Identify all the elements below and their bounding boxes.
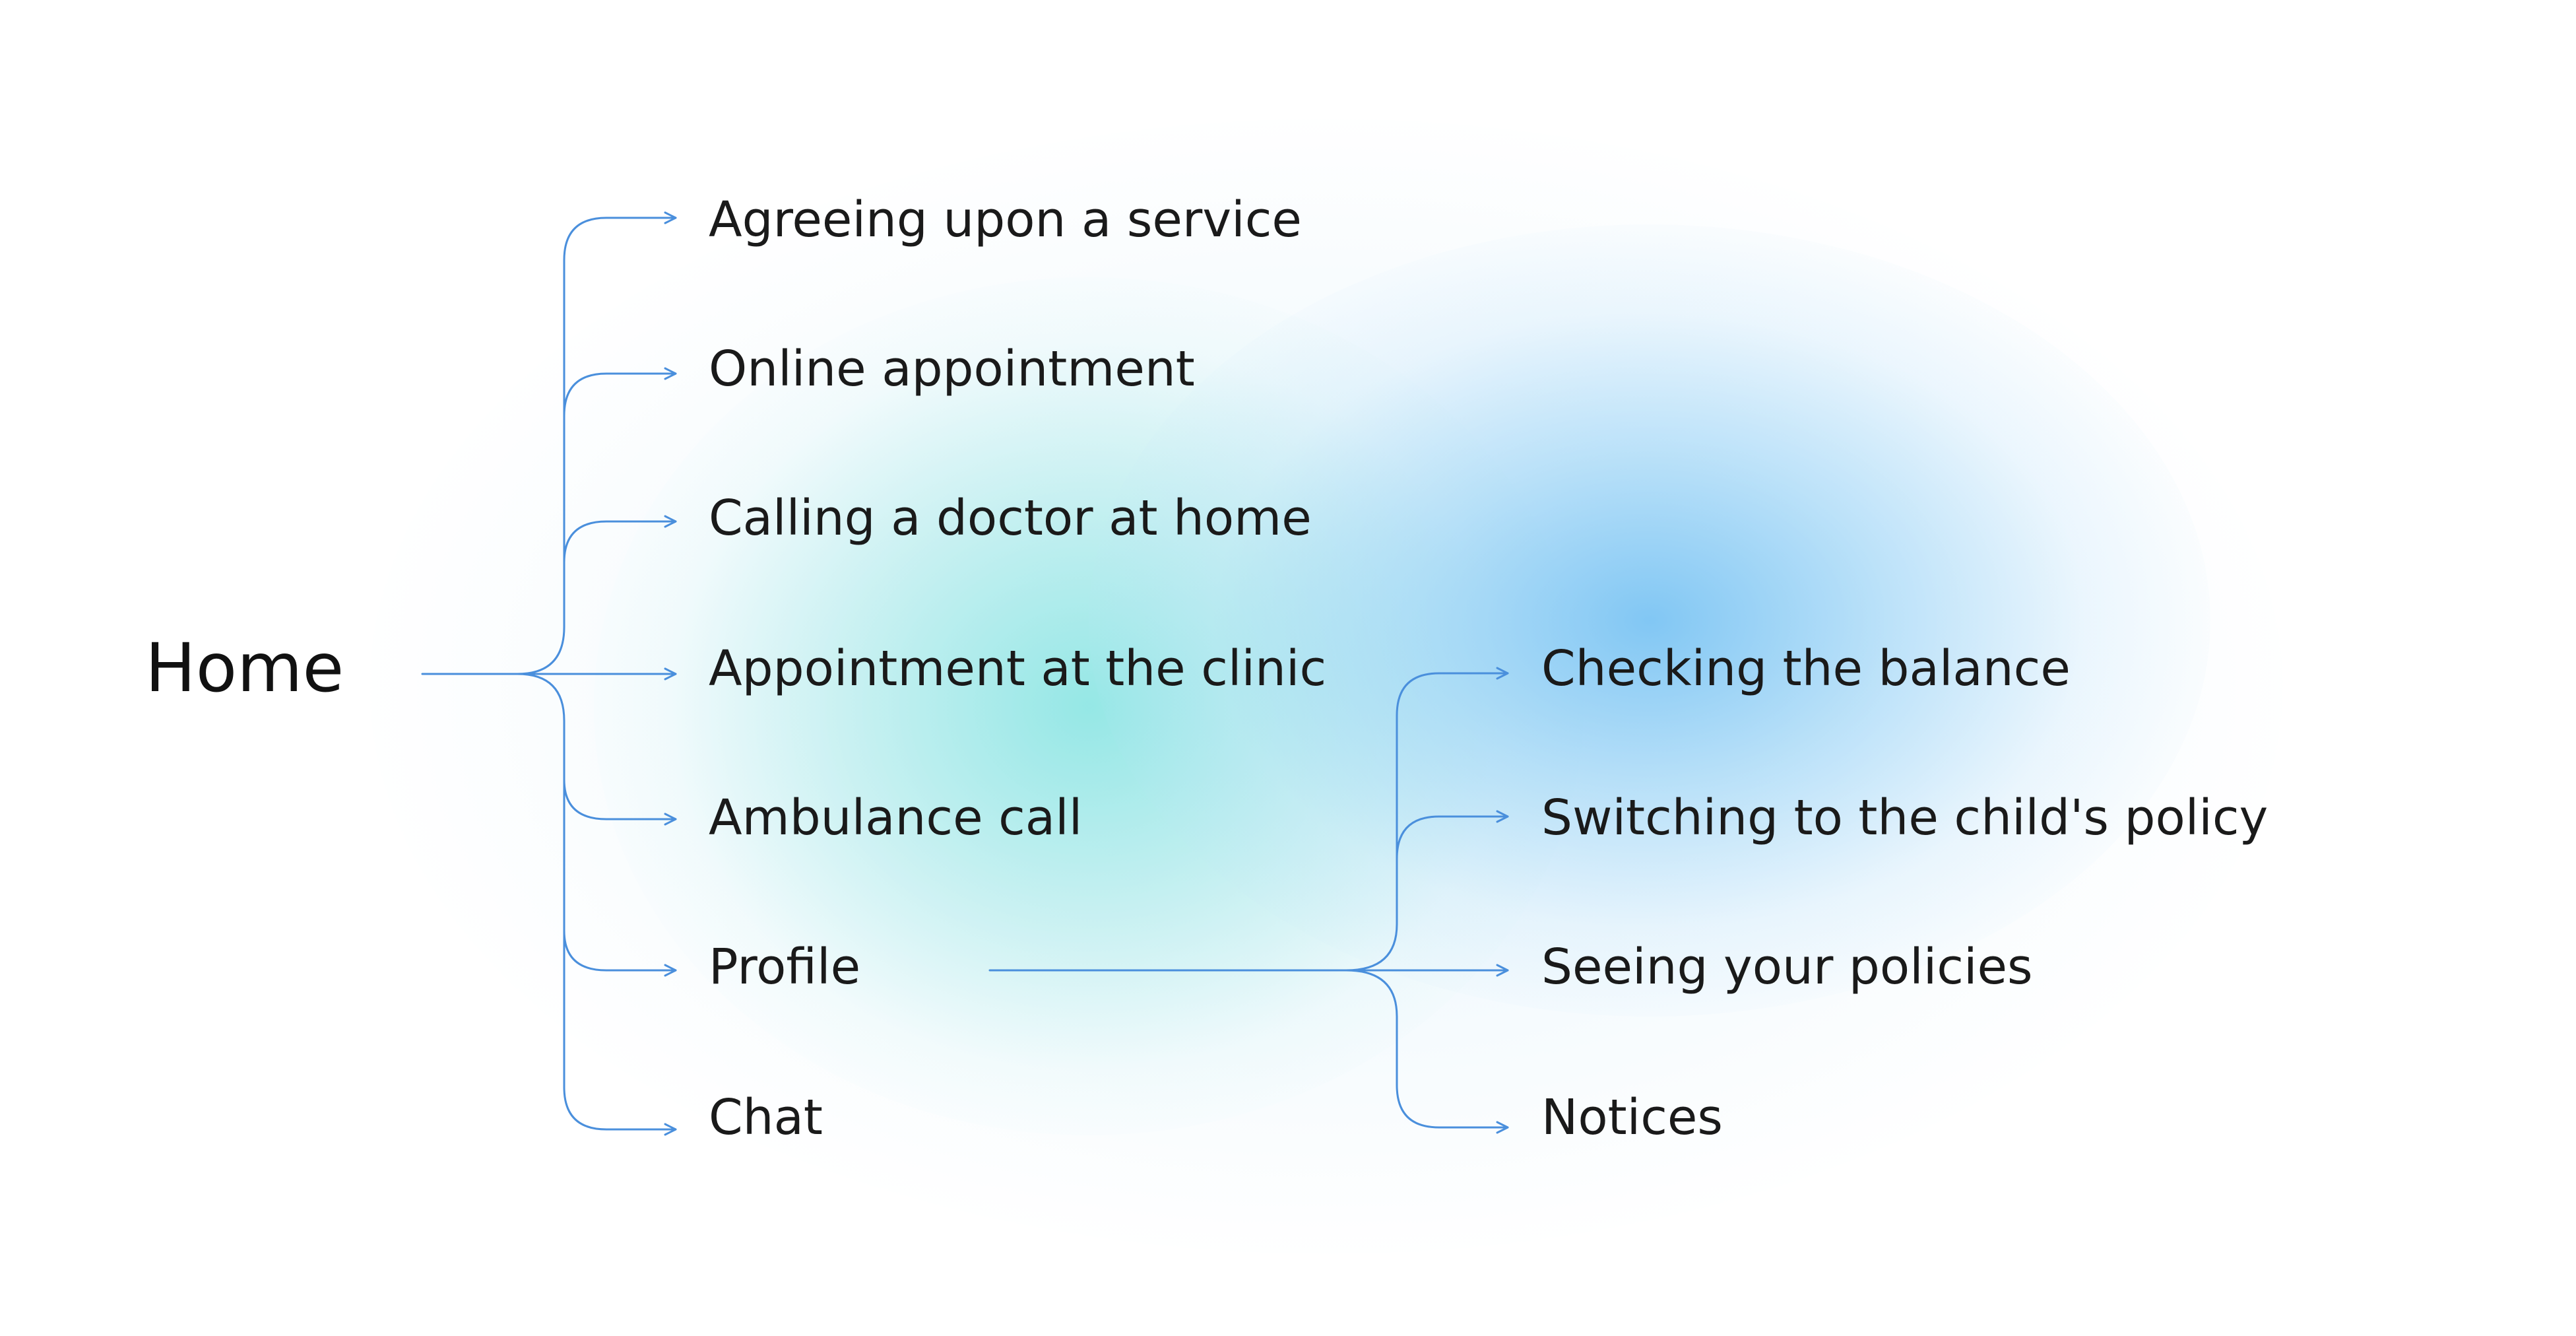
- connector-profile-to-switching-policy: [1396, 810, 1509, 860]
- node-ambulance-call: Ambulance call: [709, 789, 1083, 846]
- node-appointment-at-the-clinic: Appointment at the clinic: [709, 640, 1327, 697]
- node-chat: Chat: [709, 1089, 823, 1146]
- connector-profile-to-checking-balance: [1345, 667, 1509, 972]
- connector-profile-to-notices: [1345, 969, 1509, 1134]
- connector-home-to-profile: [563, 778, 677, 977]
- connector-home-to-calling-doctor: [563, 515, 677, 564]
- node-calling-a-doctor-at-home: Calling a doctor at home: [709, 490, 1312, 547]
- node-agreeing-upon-a-service: Agreeing upon a service: [709, 191, 1302, 248]
- node-seeing-your-policies: Seeing your policies: [1541, 939, 2033, 995]
- node-home: Home: [145, 629, 344, 708]
- connector-home-to-chat: [563, 929, 677, 1136]
- node-checking-the-balance: Checking the balance: [1541, 640, 2071, 697]
- node-online-appointment: Online appointment: [709, 341, 1195, 397]
- connector-home-to-agreeing: [516, 211, 677, 675]
- node-profile: Profile: [709, 939, 861, 995]
- node-switching-to-childs-policy: Switching to the child's policy: [1541, 789, 2269, 846]
- connector-home-to-ambulance: [516, 673, 677, 826]
- node-notices: Notices: [1541, 1089, 1723, 1146]
- connector-home-to-online-appointment: [563, 367, 677, 417]
